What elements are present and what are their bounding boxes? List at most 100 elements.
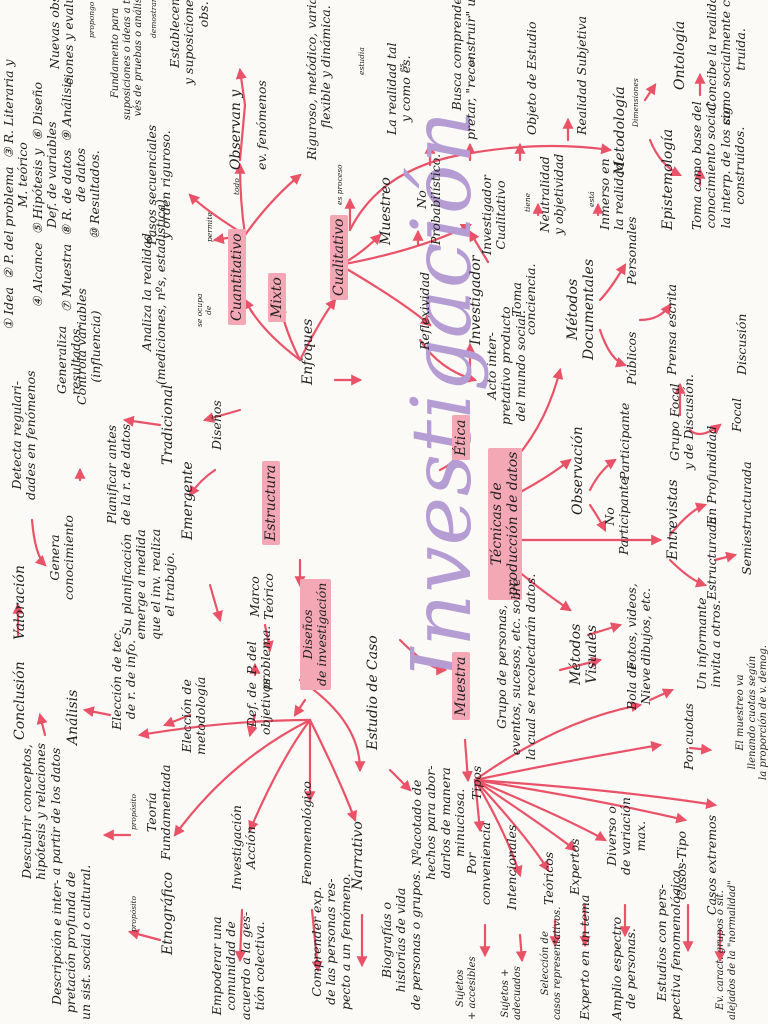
node-fenomenologico: Fenomenológico [299, 781, 314, 885]
node-teoria-fund: Teoría Fundamentada [144, 764, 174, 860]
arrow [30, 518, 47, 567]
node-muestra: Muestra [452, 652, 471, 720]
node-publicos: Públicos [624, 331, 639, 385]
arrow [668, 502, 708, 537]
node-nacotado: Nºacotado de hechos para abor- darlos de… [409, 765, 468, 880]
node-neutralidad: Neutralidad y objetividad [537, 153, 567, 235]
arrow [473, 778, 688, 824]
arrow [202, 408, 242, 423]
arrow [235, 67, 247, 162]
node-por-cuotas: Por cuotas [681, 703, 696, 770]
arrow [293, 698, 307, 717]
node-descripcion: Descripción e inter- pretación profunda … [49, 864, 93, 1020]
node-investigador: Investigador [468, 255, 484, 345]
node-personales: Personales [624, 216, 639, 285]
node-busca: Busca comprender, inter- pretar, "recons… [449, 0, 479, 140]
arrow [473, 778, 577, 852]
node-estudios-con: Estudios con pers- pectiva fenomenológic… [654, 865, 684, 1020]
arrow [515, 933, 527, 963]
arrow [127, 928, 162, 942]
edge-label-permite: permite [205, 212, 214, 242]
node-eleccion-met: Elección de metodología [179, 676, 209, 755]
node-marco-teorico: Marco Teórico [247, 573, 277, 620]
node-mixto: Mixto [268, 273, 287, 322]
node-tipos: Tipos [469, 765, 484, 800]
arrow [648, 138, 682, 177]
arrow [338, 263, 432, 327]
node-grupo-focal: Grupo Focal y de Discusión. [667, 374, 697, 470]
node-fases: ① Idea ② P. del problema ③ R. Literaria … [1, 59, 103, 330]
arrow [688, 743, 713, 755]
arrow [473, 741, 663, 782]
arrow [473, 701, 643, 782]
node-en-profundidad: En Profundidad [704, 425, 719, 525]
arrow [643, 83, 657, 102]
node-enfoques: Enfoques [300, 318, 316, 385]
arrow [418, 338, 478, 383]
edge-label-en-proceso: es proceso [335, 164, 344, 205]
node-discusion: Discusión [734, 313, 749, 375]
arrow [713, 551, 738, 563]
arrow [586, 622, 623, 637]
edge-label-propongo: propongo [87, 1, 96, 38]
node-etica: Ética [452, 415, 471, 460]
node-metodos-doc: Métodos Documentales [565, 258, 598, 360]
node-analisis: Análisis [65, 689, 81, 745]
node-tradicional: Tradicional [160, 384, 176, 465]
edge-label-tiene: tiene [523, 192, 532, 212]
node-empoderar: Empoderar una comunidad de acuerdo a la … [209, 911, 268, 1020]
edge-label-proposito2: propósito [129, 896, 138, 932]
edge-label-todo: todo [232, 178, 241, 195]
node-cualitativo: Cualitativo [330, 214, 349, 300]
node-entrevistas: Entrevistas [665, 479, 681, 560]
node-realidad-subj: Realidad Subjetiva [574, 15, 589, 135]
node-inmerso: Inmerso en la realidad. [597, 158, 627, 230]
arrow [173, 718, 312, 837]
arrow [188, 468, 217, 497]
node-realidad-tal: La realidad tal y como es. [384, 42, 414, 135]
edge-label-estudia: estudia [357, 47, 366, 75]
node-sujetos-ad: Sujetos + adecuados [500, 966, 523, 1020]
node-intencionales: Intencionales [504, 824, 519, 910]
node-acto-inter: Acto inter- pretativo producto del mundo… [484, 306, 528, 425]
arrow [137, 718, 312, 739]
arrow [668, 558, 708, 588]
node-ontologia: Ontología [672, 20, 688, 90]
node-planificar: Planificar antes de la r. de datos [104, 423, 134, 525]
node-semiestructurada: Semiestructurada [739, 461, 754, 575]
node-ev-caract: Ev. caract. grupos o sit. alejados de la… [715, 880, 738, 1020]
node-fotos: Fotos, videos, dibujos, etc. [624, 583, 654, 670]
arrow [310, 908, 323, 973]
node-riguroso: Riguroso, metódico, variable, flexible y… [304, 0, 334, 160]
node-experto-tema: Experto en un tema [577, 894, 592, 1020]
arrow [82, 706, 112, 718]
node-observan: Observan y [228, 89, 244, 170]
arrow [208, 583, 223, 623]
node-fundamento: Fundamento para suposiciones o ideas a t… [110, 0, 144, 120]
node-generaliza: Generaliza resultados. [54, 324, 84, 395]
node-estructurada: Estructurada [704, 516, 719, 600]
arrow [648, 688, 675, 702]
arrow [122, 415, 162, 427]
node-observacion: Observación [570, 426, 586, 515]
arrow [162, 713, 192, 727]
node-eleccion-tec: Elección de tec. de r. de info. [109, 629, 139, 730]
node-sujetos-acc: Sujetos + accesibles [455, 956, 478, 1020]
node-estudio-caso: Estudio de Caso [365, 635, 381, 750]
arrow [246, 713, 258, 738]
node-inv-accion: Investigación Acción [229, 805, 259, 890]
node-grupo-personas: Grupo de personas, eventos, sucesos, etc… [494, 573, 538, 760]
arrow [473, 778, 550, 872]
edge-label-esta: está [587, 191, 596, 207]
edge-label-demostrar: demostrar [149, 0, 158, 38]
arrow [598, 263, 627, 302]
arrow [638, 303, 672, 322]
node-bola-nieve: Bola de Nieve [624, 662, 654, 710]
edge-label-se-ocupa: se ocupa de [195, 293, 213, 328]
arrow [558, 656, 603, 672]
arrow [308, 718, 358, 823]
arrow [243, 298, 302, 362]
node-muestreo: Muestreo [378, 177, 394, 245]
node-p-del-problema: P. del problema. [244, 625, 274, 690]
node-diverso: Diverso o de variación max. [604, 797, 648, 875]
